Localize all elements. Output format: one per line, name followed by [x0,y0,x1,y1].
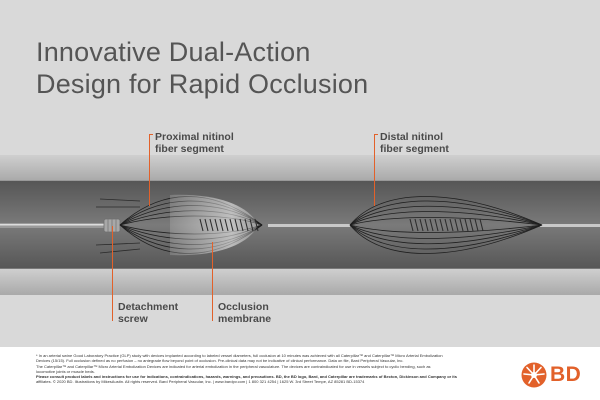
label-distal-fiber-segment: Distal nitinol fiber segment [380,131,449,155]
fine-print-line-4: locomotive joints or muscle beds. [36,368,95,374]
label-occlusion-membrane: Occlusion membrane [218,301,271,325]
fine-print-line-5: Please consult product labels and instru… [36,374,457,380]
label-proximal-line-2: fiber segment [155,143,224,155]
delivery-wire [0,223,600,228]
occlusion-membrane-shape [170,194,258,256]
leader-distal-horizontal [374,134,378,136]
label-detachment-line-1: Detachment [118,301,179,313]
distal-fiber-segment-shape [349,196,543,254]
label-detachment-screw: Detachment screw [118,301,178,325]
headline-line-1: Innovative Dual-Action [36,37,311,67]
proximal-coil [199,218,259,232]
label-occlusion-line-1: Occlusion [218,301,269,313]
label-proximal-fiber-segment: Proximal nitinol fiber segment [155,131,234,155]
leader-proximal-vertical [149,134,151,206]
label-occlusion-line-2: membrane [218,313,272,325]
bd-sunburst-icon [521,362,547,388]
fine-print: * In an arterial swine Good Laboratory P… [36,353,504,385]
fine-print-line-1: * In an arterial swine Good Laboratory P… [36,353,443,358]
bd-logo: BD [521,362,591,388]
fine-print-line-6: affiliates. © 2020 BD. Illustrations by … [36,379,365,385]
fine-print-line-2: Devices (15/15). Full occlusion defined … [36,358,404,364]
label-distal-line-1: Distal nitinol [380,131,443,143]
leader-detachment [112,226,114,321]
bd-wordmark: BD [550,363,582,386]
vessel-lower-wall [0,268,600,295]
vessel-upper-wall [0,155,600,182]
leader-occlusion [212,242,214,321]
footer: * In an arterial swine Good Laboratory P… [0,347,600,400]
headline-line-2: Design for Rapid Occlusion [36,69,369,99]
fine-print-line-3: The Caterpillar™ and Caterpillar™ Micro … [36,363,431,369]
distal-coil [409,218,484,232]
label-distal-line-2: fiber segment [380,143,449,155]
headline: Innovative Dual-Action Design for Rapid … [36,36,556,100]
label-proximal-line-1: Proximal nitinol [155,131,234,143]
label-detachment-line-2: screw [118,313,148,325]
leader-distal-vertical [374,134,376,206]
vessel-illustration [0,155,600,295]
leader-proximal-horizontal [149,134,153,136]
